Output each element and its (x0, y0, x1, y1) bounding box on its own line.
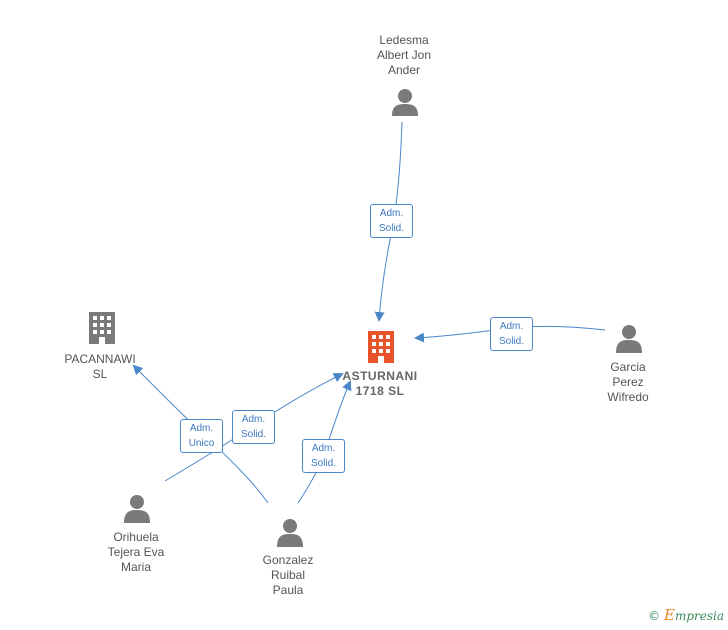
node-label-orihuela[interactable]: Orihuela Tejera Eva Maria (107, 530, 165, 574)
edge-ledesma-asturnani (374, 121, 403, 322)
node-label-pacannawi[interactable]: PACANNAWI SL (64, 352, 136, 381)
edge-label-gonzalez: Adm. Solid. (302, 439, 345, 473)
node-label-garcia[interactable]: Garcia Perez Wifredo (607, 360, 649, 404)
brand-initial: E (663, 606, 675, 624)
node-label-asturnani[interactable]: ASTURNANI 1718 SL (342, 369, 418, 398)
brand-name: mpresia (674, 609, 724, 623)
person-icon-ledesma[interactable] (392, 89, 418, 116)
building-icon-pacannawi[interactable] (89, 312, 115, 344)
person-icon-garcia[interactable] (616, 325, 642, 353)
brand-footer[interactable]: ©Empresia (648, 606, 724, 624)
edge-label-pacannawi: Adm. Unico (180, 419, 223, 453)
copyright-icon: © (647, 609, 660, 623)
person-icon-orihuela[interactable] (124, 495, 150, 523)
node-label-ledesma[interactable]: Ledesma Albert Jon Ander (376, 33, 432, 77)
edge-label-garcia: Adm. Solid. (490, 317, 533, 351)
node-label-gonzalez[interactable]: Gonzalez Ruibal Paula (262, 553, 314, 597)
edge-label-ledesma: Adm. Solid. (370, 204, 413, 238)
edge-label-orihuela: Adm. Solid. (232, 410, 275, 444)
person-icon-gonzalez[interactable] (277, 519, 303, 547)
building-icon-asturnani[interactable] (368, 331, 394, 363)
